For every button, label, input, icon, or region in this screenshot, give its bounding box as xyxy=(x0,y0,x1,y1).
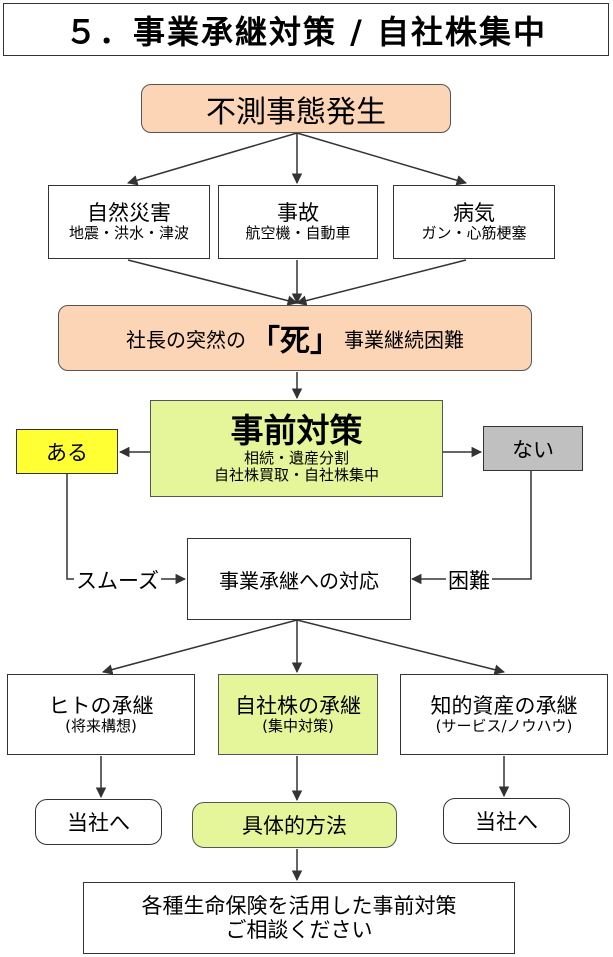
death-box: 社長の突然の 「死」 事業継続困難 xyxy=(58,305,532,371)
response-box: 事業承継への対応 xyxy=(187,538,411,620)
succession-main: ヒトの承継 xyxy=(48,693,154,718)
no-label: ない xyxy=(512,437,554,462)
prep-box: 事前対策 相続・遺産分割 自社株買取・自社株集中 xyxy=(150,400,443,497)
yes-label: ある xyxy=(46,440,88,465)
cause-main: 病気 xyxy=(453,201,495,226)
cause-box-illness: 病気 ガン・心筋梗塞 xyxy=(393,185,555,259)
method-label: 具体的方法 xyxy=(242,814,347,838)
to-us-right-box: 当社へ xyxy=(443,798,570,844)
prep-sub1: 相続・遺産分割 xyxy=(243,449,349,468)
final-line2: ご相談ください xyxy=(225,918,373,942)
cause-box-accident: 事故 航空機・自動車 xyxy=(218,185,378,259)
no-box: ない xyxy=(483,426,583,471)
succession-main: 知的資産の承継 xyxy=(430,693,578,718)
smooth-label: スムーズ xyxy=(74,565,161,595)
difficult-label: 困難 xyxy=(446,565,492,595)
method-box: 具体的方法 xyxy=(192,802,397,848)
event-box: 不測事態発生 xyxy=(141,84,451,133)
final-line1: 各種生命保険を活用した事前対策 xyxy=(141,893,457,918)
cause-sub: 地震・洪水・津波 xyxy=(68,224,189,243)
succession-sub: (集中対策) xyxy=(262,716,334,735)
response-label: 事業承継への対応 xyxy=(219,568,379,593)
succession-main: 自社株の承継 xyxy=(235,693,361,718)
death-post: 事業継続困難 xyxy=(344,327,464,352)
death-pre: 社長の突然の xyxy=(126,327,246,352)
to-us-right-label: 当社へ xyxy=(475,810,538,834)
cause-sub: ガン・心筋梗塞 xyxy=(421,224,527,243)
succession-box-intellectual: 知的資産の承継 (サービス/ノウハウ) xyxy=(400,674,608,755)
to-us-left-box: 当社へ xyxy=(35,799,162,845)
cause-main: 事故 xyxy=(277,201,319,226)
succession-sub: (将来構想) xyxy=(65,716,137,735)
succession-sub: (サービス/ノウハウ) xyxy=(435,716,573,735)
succession-box-people: ヒトの承継 (将来構想) xyxy=(7,674,195,755)
death-key: 「死」 xyxy=(250,324,340,359)
final-box: 各種生命保険を活用した事前対策 ご相談ください xyxy=(83,882,515,954)
succession-box-shares: 自社株の承継 (集中対策) xyxy=(218,674,378,755)
page-title-box: ５．事業承継対策 / 自社株集中 xyxy=(3,3,609,56)
page-title: ５．事業承継対策 / 自社株集中 xyxy=(65,12,547,51)
prep-main: 事前対策 xyxy=(230,411,363,451)
cause-main: 自然災害 xyxy=(87,201,171,226)
cause-sub: 航空機・自動車 xyxy=(245,224,351,243)
yes-box: ある xyxy=(16,429,118,474)
to-us-left-label: 当社へ xyxy=(67,811,130,835)
cause-box-natural-disaster: 自然災害 地震・洪水・津波 xyxy=(48,185,210,259)
event-label: 不測事態発生 xyxy=(206,94,386,130)
prep-sub2: 自社株買取・自社株集中 xyxy=(213,466,379,485)
